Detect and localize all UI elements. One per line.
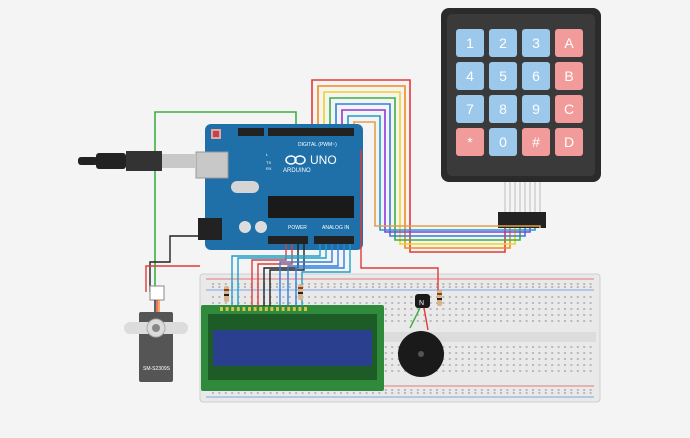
arduino-logo-icon <box>285 155 306 165</box>
servo-signal-wire <box>154 111 297 292</box>
keypad-key-2[interactable]: 2 <box>489 29 517 57</box>
keypad-connector <box>504 182 541 212</box>
keypad-key-label: D <box>564 134 574 150</box>
keypad-key-label: 9 <box>532 101 540 117</box>
keypad-key-label: 1 <box>466 35 474 51</box>
transistor-leg <box>409 307 421 329</box>
keypad-key-8[interactable]: 8 <box>489 95 517 123</box>
keypad-key-a[interactable]: A <box>555 29 583 57</box>
arduino-breadboard-wires <box>145 150 439 306</box>
keypad-key-label: 2 <box>499 35 507 51</box>
keypad-key-b[interactable]: B <box>555 62 583 90</box>
keypad-key-label: # <box>532 134 540 150</box>
keypad[interactable]: 1 2 3 A 4 5 6 B 7 8 9 C * 0 # D <box>441 8 601 228</box>
keypad-key-label: 0 <box>499 134 507 150</box>
keypad-wires <box>311 79 541 253</box>
keypad-key-label: B <box>564 68 573 84</box>
lcd-display[interactable] <box>201 305 384 391</box>
keypad-key-3[interactable]: 3 <box>522 29 550 57</box>
arduino-model: UNO <box>310 153 337 167</box>
transistor-label: N <box>419 300 424 307</box>
keypad-key-star[interactable]: * <box>456 128 484 156</box>
resistor[interactable] <box>224 286 229 302</box>
usb-cable <box>78 151 196 171</box>
servo-motor[interactable]: SM-S2309S <box>124 285 188 382</box>
arduino-uno[interactable]: ARDUINO UNO DIGITAL (PWM~) POWER ANALOG … <box>195 124 363 250</box>
keypad-key-0[interactable]: 0 <box>489 128 517 156</box>
keypad-key-label: 4 <box>466 68 474 84</box>
keypad-key-label: * <box>467 134 473 150</box>
arduino-tx-label: TX <box>266 160 271 165</box>
arduino-rx-label: RX <box>266 166 272 171</box>
keypad-key-label: 6 <box>532 68 540 84</box>
arduino-brand: ARDUINO <box>283 168 311 174</box>
servo-label: SM-S2309S <box>143 366 171 372</box>
keypad-key-label: A <box>564 35 574 51</box>
keypad-key-9[interactable]: 9 <box>522 95 550 123</box>
arduino-analog-label: ANALOG IN <box>322 225 350 231</box>
keypad-key-label: C <box>564 101 574 117</box>
keypad-key-label: 7 <box>466 101 474 117</box>
transistor[interactable]: N <box>415 294 430 308</box>
arduino-power-label: POWER <box>288 225 307 231</box>
keypad-key-1[interactable]: 1 <box>456 29 484 57</box>
arduino-digital-label: DIGITAL (PWM~) <box>298 142 337 148</box>
keypad-key-d[interactable]: D <box>555 128 583 156</box>
keypad-key-4[interactable]: 4 <box>456 62 484 90</box>
keypad-key-7[interactable]: 7 <box>456 95 484 123</box>
resistor[interactable] <box>298 284 303 300</box>
keypad-key-label: 8 <box>499 101 507 117</box>
keypad-key-5[interactable]: 5 <box>489 62 517 90</box>
keypad-key-c[interactable]: C <box>555 95 583 123</box>
arduino-l-label: L <box>266 152 269 157</box>
transistor-leg <box>423 307 429 331</box>
lcd-pins <box>220 307 307 311</box>
keypad-key-hash[interactable]: # <box>522 128 550 156</box>
keypad-key-6[interactable]: 6 <box>522 62 550 90</box>
piezo-buzzer[interactable] <box>398 331 444 377</box>
resistor[interactable] <box>437 290 442 306</box>
keypad-key-label: 5 <box>499 68 507 84</box>
keypad-key-label: 3 <box>532 35 540 51</box>
